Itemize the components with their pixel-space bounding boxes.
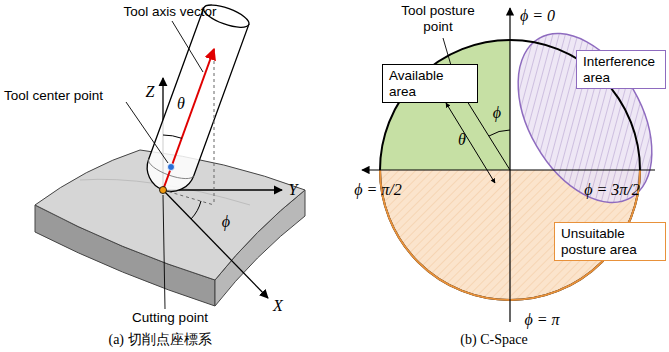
axis-label: Z (146, 83, 155, 101)
angle-value: ϕ = 3π/2 (584, 181, 640, 199)
angle-value: ϕ = π (524, 311, 559, 329)
callout-label: Tool axis vector (123, 4, 216, 20)
callout-label: Cutting point (132, 310, 208, 326)
caption: (b) C-Space (460, 332, 527, 348)
area-name: Unsuitable posture area (561, 226, 659, 257)
angle-symbol: θ (177, 95, 185, 113)
available-area-box: Available area (382, 64, 478, 103)
angle-value: ϕ = 0 (520, 7, 555, 25)
interference-area-box: Interference area (576, 50, 666, 89)
angle-value: ϕ = π/2 (354, 181, 402, 199)
area-name: Interference area (583, 54, 659, 85)
axis-label: X (273, 297, 283, 315)
axis-label: Y (289, 181, 298, 199)
angle-symbol: ϕ (493, 104, 501, 122)
angle-symbol: ϕ (222, 213, 230, 231)
caption: (a) 切削点座標系 (108, 332, 211, 348)
angle-symbol: θ (458, 131, 466, 149)
area-name: Available area (389, 68, 471, 99)
callout-label: Tool posture point (398, 3, 478, 34)
unsuitable-area-box: Unsuitable posture area (554, 222, 666, 261)
callout-label: Tool center point (4, 88, 103, 104)
